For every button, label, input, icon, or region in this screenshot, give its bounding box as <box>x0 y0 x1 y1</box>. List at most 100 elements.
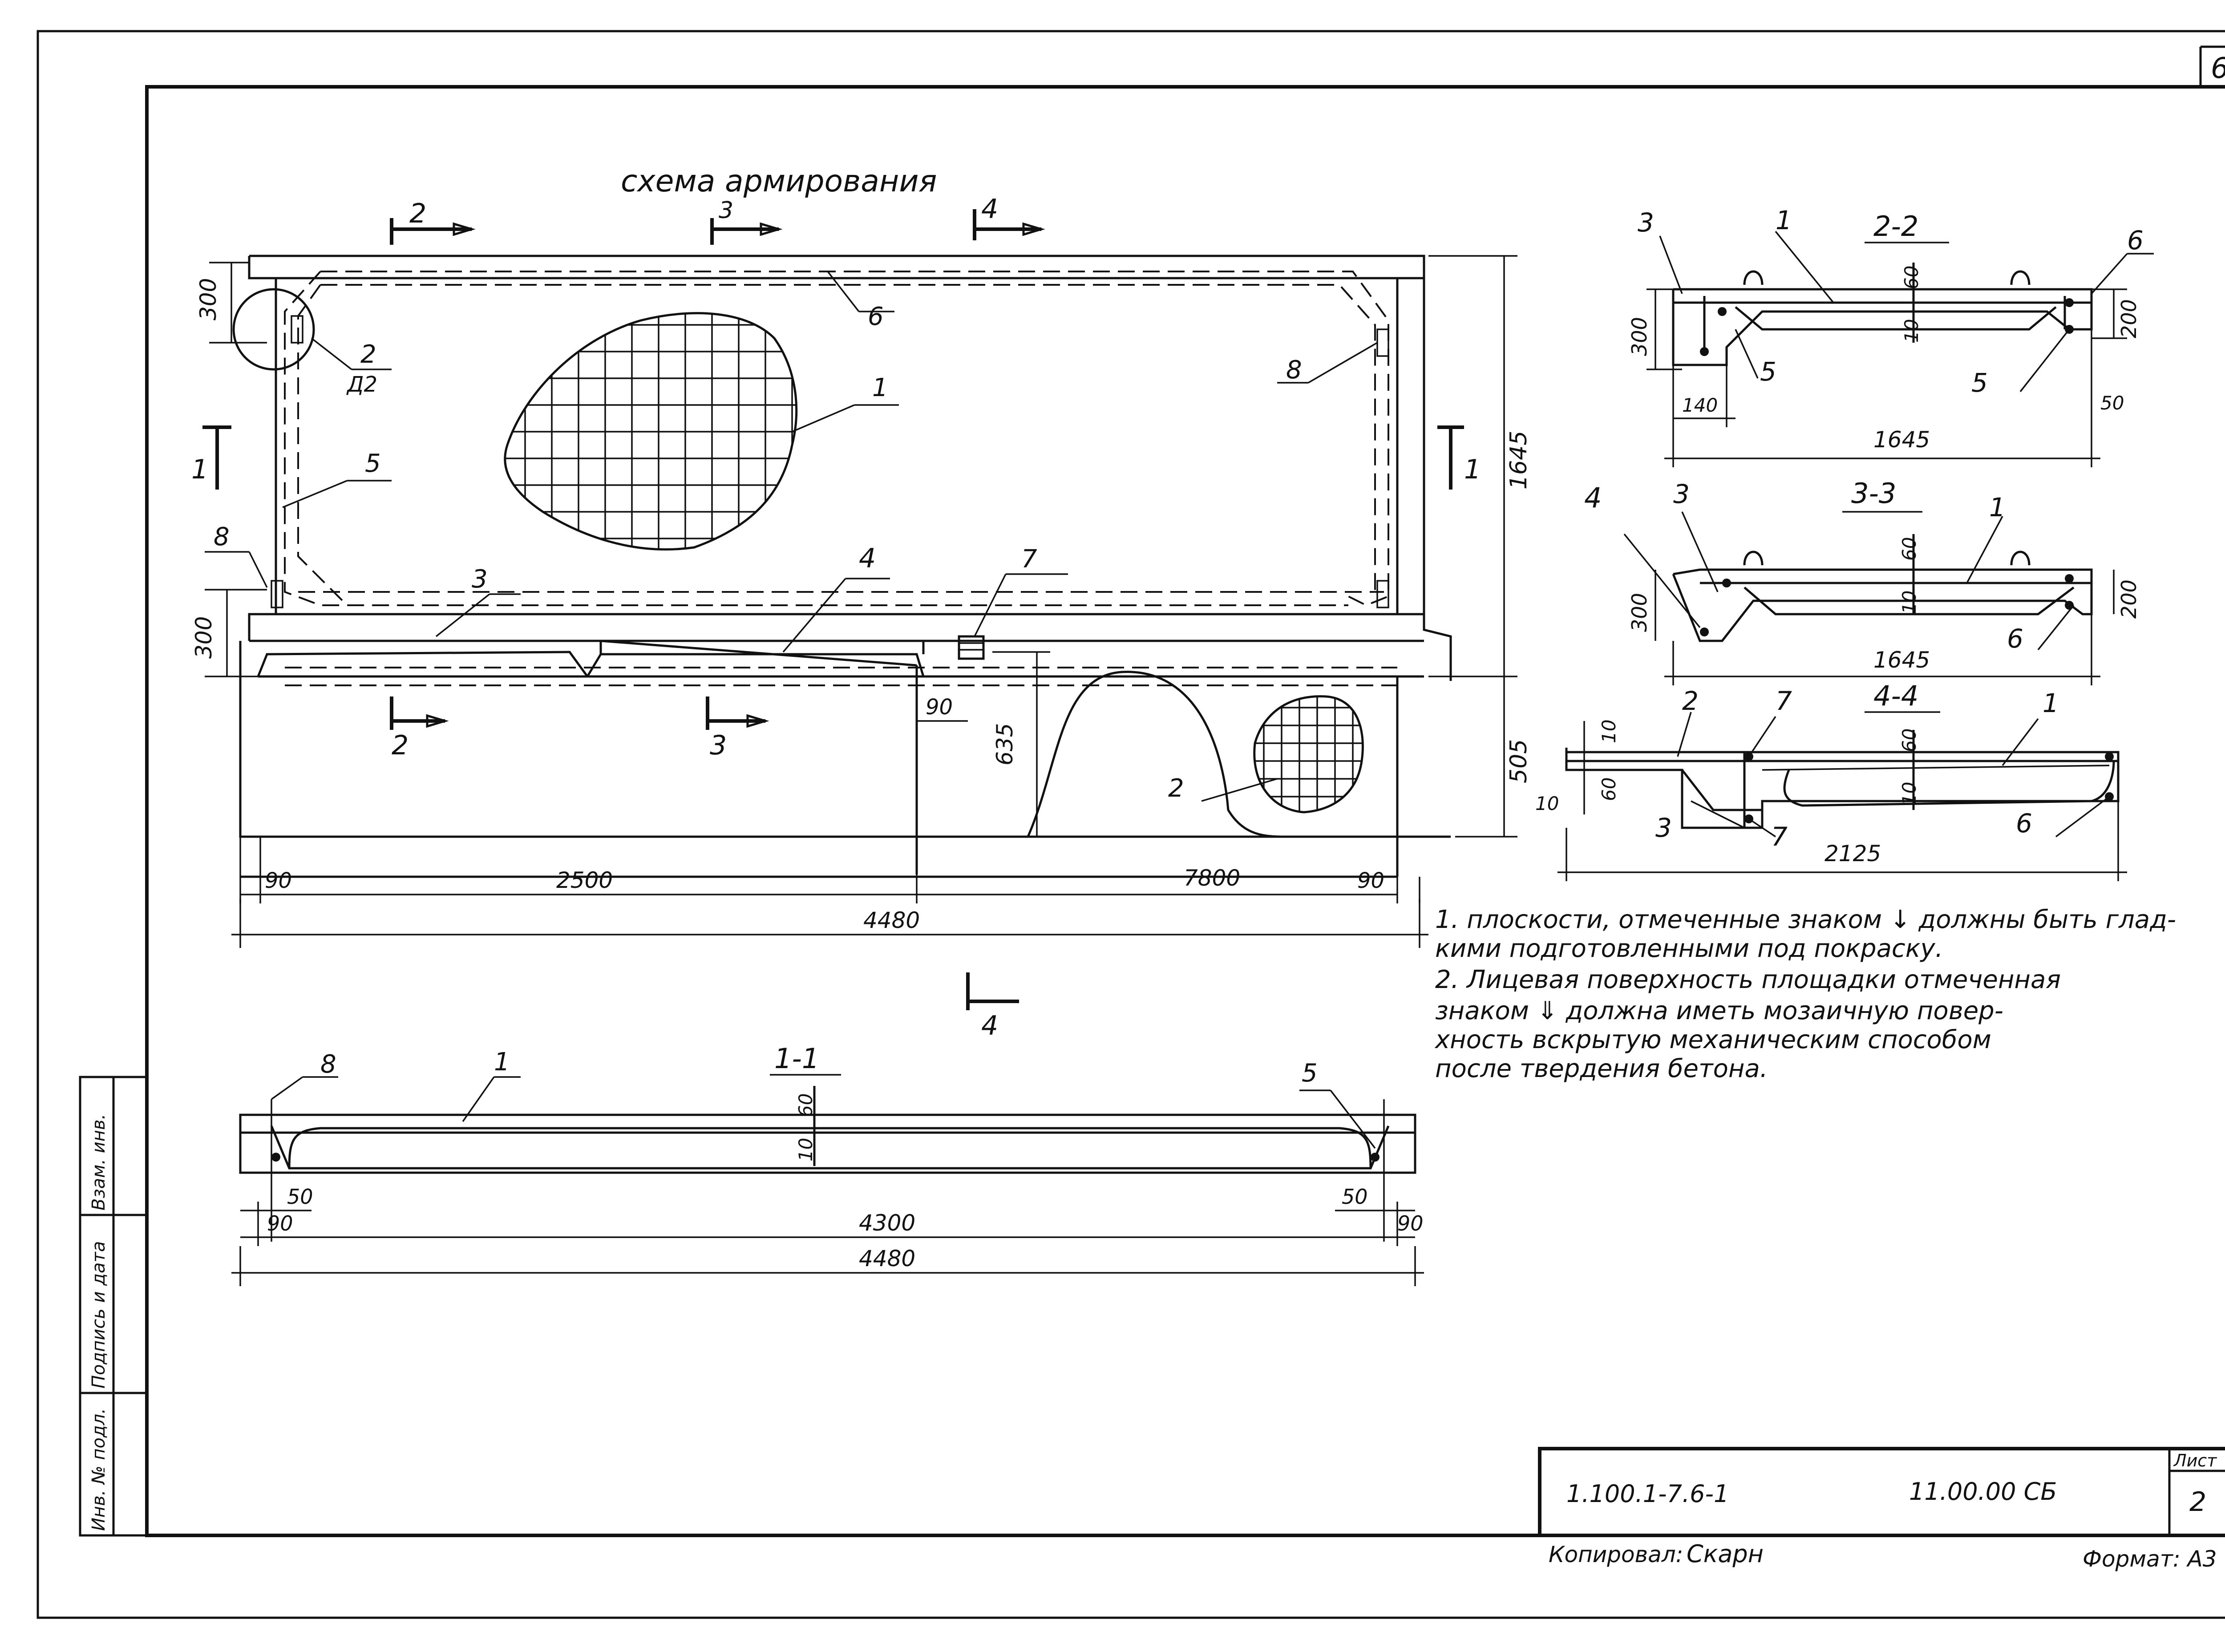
plan-mark-2-bottom: 2 <box>392 730 409 761</box>
plan-mark-1-left: 1 <box>191 454 208 485</box>
dim-1645: 1645 <box>1505 431 1532 490</box>
sec44-label-3: 3 <box>1655 813 1672 843</box>
sec44-dim-60-c: 60 <box>1898 729 1920 752</box>
sec22-dim-200: 200 <box>2117 299 2141 338</box>
dim-505: 505 <box>1505 739 1532 783</box>
sec44-label-1: 1 <box>2043 688 2059 718</box>
note-line-3: 2. Лицевая поверхность площадки отмеченн… <box>1435 965 2061 994</box>
footer-copied-label: Копировал: <box>1549 1542 1683 1567</box>
side-stamp: Инв. № подл. Подпись и дата Взам. инв. <box>79 1076 148 1537</box>
sec11-dim-60: 60 <box>795 1093 817 1117</box>
sec11-dim-90-right: 90 <box>1397 1211 1424 1235</box>
sec44-label-6: 6 <box>2016 808 2032 838</box>
sec44-label-7-top: 7 <box>1776 686 1792 716</box>
sec33-label-1: 1 <box>1989 492 2006 522</box>
plan-pos-8-right: 8 <box>1286 356 1302 385</box>
plan-pos-5: 5 <box>365 449 381 478</box>
section-4-4: 4-4 2 7 1 3 7 6 10 60 10 60 10 2125 <box>1535 680 2127 881</box>
sec11-label-8: 8 <box>320 1050 336 1079</box>
title-sheet-value: 2 <box>2189 1486 2206 1518</box>
note-line-2: кими подготовленными под покраску. <box>1435 934 1943 963</box>
sec11-dim-50-left: 50 <box>287 1185 313 1209</box>
sec33-dim-10: 10 <box>1898 591 1920 614</box>
dim-90-right: 90 <box>1357 868 1384 893</box>
dim-top-300: 300 <box>195 278 221 320</box>
sec11-dim-10: 10 <box>795 1138 817 1162</box>
dim-4480: 4480 <box>863 907 920 933</box>
title-sheet-label: Лист <box>2173 1451 2217 1470</box>
plan-pos-6: 6 <box>868 302 884 331</box>
section-1-1: 1-1 8 1 5 60 10 50 90 4300 50 90 4480 <box>231 1042 1424 1286</box>
section-3-3: 3-3 4 3 1 6 60 10 300 200 1645 <box>1584 477 2141 685</box>
section-2-2: 2-2 3 1 6 5 5 60 10 300 200 140 50 <box>1627 205 2154 467</box>
stamp-inv-podl: Инв. № подл. <box>89 1408 109 1531</box>
sec11-dim-90-left: 90 <box>267 1211 293 1235</box>
footer: Копировал: Скарн Формат: А3 <box>1549 1540 2217 1572</box>
title-code: 1.100.1-7.6-1 <box>1566 1480 1729 1508</box>
note-line-6: после твердения бетона. <box>1435 1054 1768 1083</box>
dim-90-mid: 90 <box>926 695 953 720</box>
plan-pos-7: 7 <box>1021 545 1037 574</box>
sec33-dim-200: 200 <box>2117 579 2141 619</box>
sec44-title: 4-4 <box>1873 680 1918 712</box>
sec33-label-3: 3 <box>1673 479 1690 509</box>
plan-mark-2-top: 2 <box>409 198 426 229</box>
sec44-dim-10-a: 10 <box>1598 720 1620 743</box>
sec22-dim-1645: 1645 <box>1873 427 1930 453</box>
sec22-dim-140: 140 <box>1682 394 1718 416</box>
title-block: 1.100.1-7.6-1 11.00.00 СБ Лист 2 <box>1538 1447 2225 1537</box>
dim-90-left: 90 <box>265 868 292 893</box>
plan-pos-4: 4 <box>859 543 876 574</box>
plan-dimensions: 300 300 1645 505 90 635 90 2500 7800 90 … <box>191 255 1532 948</box>
sec22-label-3: 3 <box>1638 207 1654 238</box>
plan-mark-1-right: 1 <box>1464 454 1481 485</box>
sec44-dim-60-a: 60 <box>1598 777 1620 801</box>
sec33-dim-300: 300 <box>1627 593 1651 632</box>
sec11-title: 1-1 <box>774 1042 819 1075</box>
plan-section-markers: 2 3 4 2 3 1 1 4 <box>191 194 1481 1041</box>
plan-mark-3-bottom: 3 <box>710 730 727 761</box>
dim-bottom-300: 300 <box>191 616 217 659</box>
plan-detail-label: Д2 <box>346 372 377 397</box>
footer-copied-name: Скарн <box>1687 1540 1764 1568</box>
sec22-dim-10: 10 <box>1901 319 1922 343</box>
title-doc: 11.00.00 СБ <box>1909 1478 2057 1506</box>
mesh-blob-large <box>504 312 798 551</box>
sec33-dim-1645: 1645 <box>1873 647 1930 673</box>
sec22-title: 2-2 <box>1873 210 1918 243</box>
sec22-dim-50: 50 <box>2100 392 2124 414</box>
sec44-label-7-bottom: 7 <box>1771 822 1788 852</box>
sec11-label-5: 5 <box>1302 1059 1318 1088</box>
sec22-label-6: 6 <box>2127 225 2144 255</box>
plan-detail-number: 2 <box>360 340 376 369</box>
drawing-title: схема армирования <box>621 164 937 199</box>
sec33-label-6: 6 <box>2007 624 2023 654</box>
dim-635: 635 <box>992 723 1018 765</box>
outer-border <box>36 30 2225 1619</box>
plan-pos-2: 2 <box>1168 774 1184 803</box>
sec33-title: 3-3 <box>1851 477 1896 510</box>
plan-mark-4-below: 4 <box>981 1010 998 1041</box>
mesh-blob-small <box>1253 695 1364 814</box>
sec11-dim-4300: 4300 <box>859 1210 915 1236</box>
plan-position-labels: 1 2 3 4 5 6 7 8 8 2 Д2 <box>205 271 1378 803</box>
sec11-label-1: 1 <box>494 1048 510 1077</box>
note-line-5: хность вскрытую механическим способом <box>1434 1025 1991 1054</box>
stamp-vzam: Взам. инв. <box>89 1114 109 1211</box>
inner-frame <box>145 85 2225 1537</box>
note-line-1: 1. плоскости, отмеченные знаком ↓ должны… <box>1435 905 2176 934</box>
sec44-dim-2125: 2125 <box>1824 841 1881 866</box>
sec33-label-4: 4 <box>1584 482 1602 514</box>
plan-pos-1: 1 <box>872 373 888 402</box>
plan-mark-3-top: 3 <box>719 197 733 224</box>
stamp-podpis: Подпись и дата <box>89 1241 109 1389</box>
plan-pos-8-left: 8 <box>214 522 230 551</box>
sec22-dim-300: 300 <box>1627 317 1651 356</box>
sec33-dim-60: 60 <box>1898 537 1920 561</box>
sec44-dim-10-c: 10 <box>1898 782 1920 806</box>
dim-7800: 7800 <box>1184 865 1240 891</box>
sec11-dim-50-right: 50 <box>1342 1185 1368 1209</box>
notes-block: 1. плоскости, отмеченные знаком ↓ должны… <box>1434 905 2176 1083</box>
plan-mark-4-top: 4 <box>981 194 998 225</box>
